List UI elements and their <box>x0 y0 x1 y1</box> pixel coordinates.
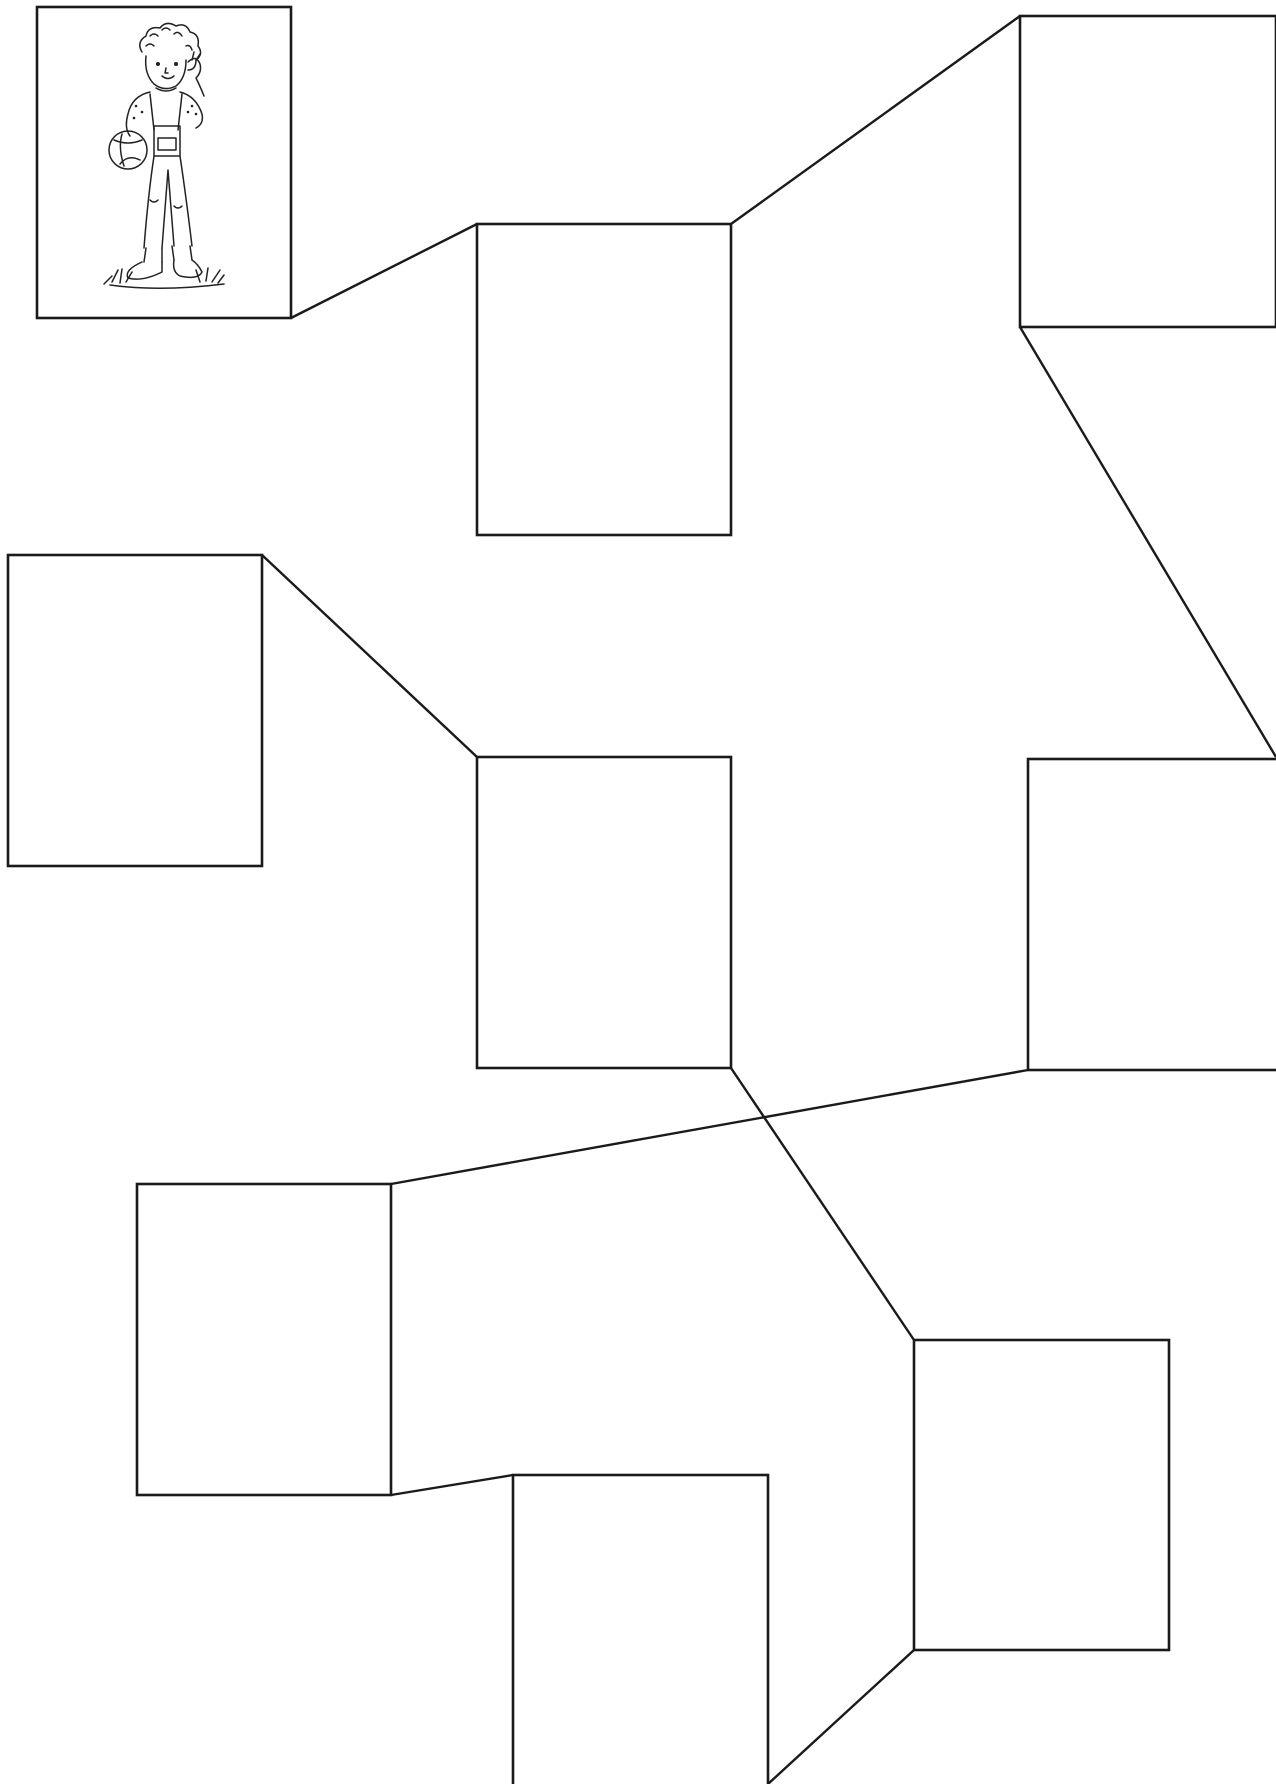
connector-2-3 <box>731 16 1020 224</box>
frame-8[interactable] <box>513 1475 768 1784</box>
frame-3[interactable] <box>1020 16 1276 327</box>
connector-7-8 <box>391 1475 513 1495</box>
connector-4-5 <box>262 555 477 757</box>
frame-5[interactable] <box>477 757 731 1068</box>
connector-8-9 <box>768 1650 914 1784</box>
frame-1 <box>37 7 291 318</box>
frames <box>8 7 1276 1784</box>
frame-4[interactable] <box>8 555 262 866</box>
frame-9[interactable] <box>914 1340 1169 1650</box>
connector-5-9 <box>731 1068 914 1340</box>
connector-6-7 <box>391 1070 1028 1184</box>
connector-3-6 <box>1020 327 1276 757</box>
connector-1-2 <box>291 224 477 318</box>
frame-7[interactable] <box>137 1184 391 1495</box>
frame-2[interactable] <box>477 224 731 535</box>
frame-6[interactable] <box>1028 759 1276 1070</box>
